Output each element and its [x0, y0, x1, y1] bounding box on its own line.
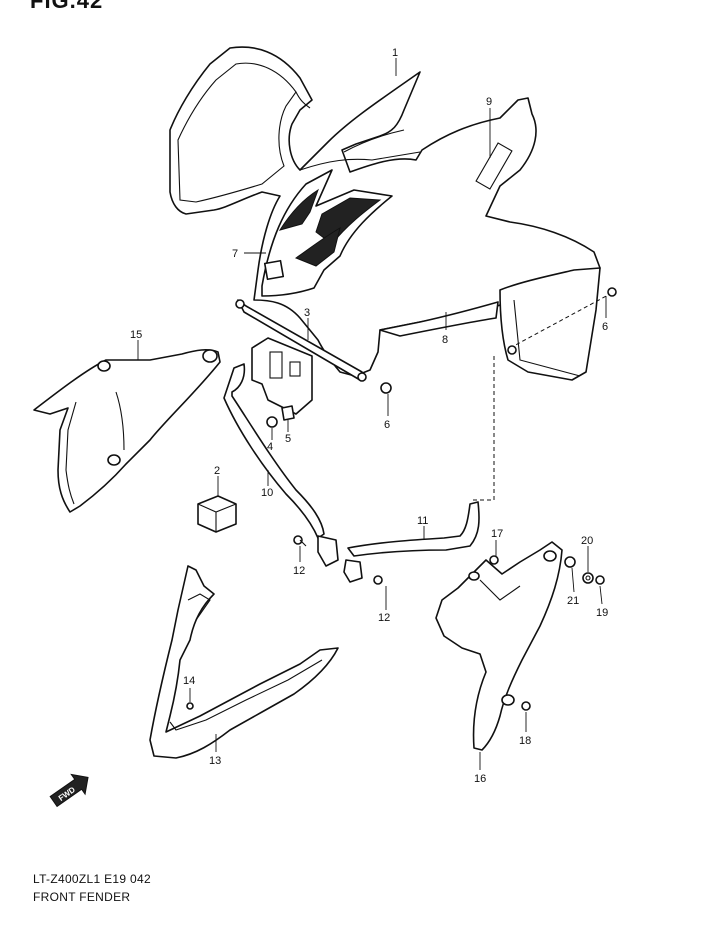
callout-left-side-cover: 15	[130, 329, 142, 341]
callout-right-inner-cover: 16	[474, 773, 486, 785]
cushion-part	[197, 495, 237, 533]
figure-label: FIG.42	[30, 0, 104, 13]
callout-screw-18: 18	[519, 735, 531, 747]
fender-brace-part	[235, 299, 367, 415]
right-inner-cover-part	[435, 541, 563, 751]
model-code: LT-Z400ZL1 E19 042	[33, 872, 151, 886]
callout-bolt-17: 17	[491, 528, 503, 540]
callout-numbers: 1 9 7 8 3 6 6 15 4 5 2 10 12 11 12 17 20…	[130, 47, 608, 785]
section-title: FRONT FENDER	[33, 890, 131, 904]
fwd-arrow-icon: FWD	[49, 773, 89, 808]
callout-bolt-12-right: 12	[378, 612, 390, 624]
fasteners	[186, 287, 617, 711]
callout-screw-19: 19	[596, 607, 608, 619]
callout-suzuki-emblem: 9	[486, 96, 492, 108]
front-fender-part	[169, 46, 601, 381]
callout-screw-right: 6	[602, 321, 608, 333]
left-side-cover-part	[33, 349, 221, 513]
callout-fender-lower-decal: 8	[442, 334, 448, 346]
callout-screw-14: 14	[183, 675, 195, 687]
callout-left-inner-cover: 13	[209, 755, 221, 767]
callout-fender-side-decal: 7	[232, 248, 238, 260]
callout-cushion-2: 2	[214, 465, 220, 477]
callout-left-stay: 10	[261, 487, 273, 499]
callout-washer-20: 20	[581, 535, 593, 547]
callout-front-fender: 1	[392, 47, 398, 59]
callout-nut-5: 5	[285, 433, 291, 445]
left-stay-part	[223, 363, 339, 567]
left-inner-cover-part	[149, 565, 339, 759]
callout-fender-brace: 3	[304, 307, 310, 319]
title-block: LT-Z400ZL1 E19 042 FRONT FENDER	[33, 870, 151, 906]
callout-bolt-12-left: 12	[293, 565, 305, 577]
callout-bolt-4: 4	[267, 441, 273, 453]
callout-right-stay: 11	[417, 515, 428, 527]
callout-leaders	[137, 58, 607, 770]
callout-cushion-21: 21	[567, 595, 579, 607]
callout-screw-lower: 6	[384, 419, 390, 431]
right-stay-part	[343, 501, 480, 583]
